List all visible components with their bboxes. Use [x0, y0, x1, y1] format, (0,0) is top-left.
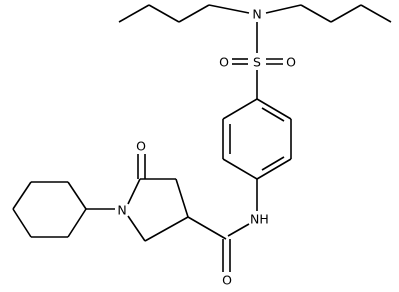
atom-sulfonamide-nitrogen: N: [252, 7, 261, 22]
atom-sulfonyl-oxygen-left: O: [219, 55, 229, 70]
atom-lactam-oxygen: O: [136, 139, 146, 154]
atom-amide-nitrogen: NH: [250, 212, 269, 227]
benzene-ring: [222, 98, 292, 180]
amide-linkage: [187, 179, 258, 272]
atom-sulfonyl-oxygen-right: O: [286, 55, 296, 70]
atom-amide-oxygen: O: [222, 273, 232, 288]
sulfonyl-group: [232, 22, 283, 99]
cyclohexyl-ring: [12, 181, 115, 238]
nh-carbonyl-bond: [227, 223, 250, 237]
pyrrolidinone-ring: [127, 154, 189, 242]
atom-sulfur: S: [253, 55, 261, 70]
butyl-chain-right: [265, 4, 392, 23]
atom-ring-nitrogen: N: [117, 203, 126, 218]
carbonyl-ring-bond: [187, 216, 227, 240]
butyl-chain-left: [118, 4, 250, 23]
